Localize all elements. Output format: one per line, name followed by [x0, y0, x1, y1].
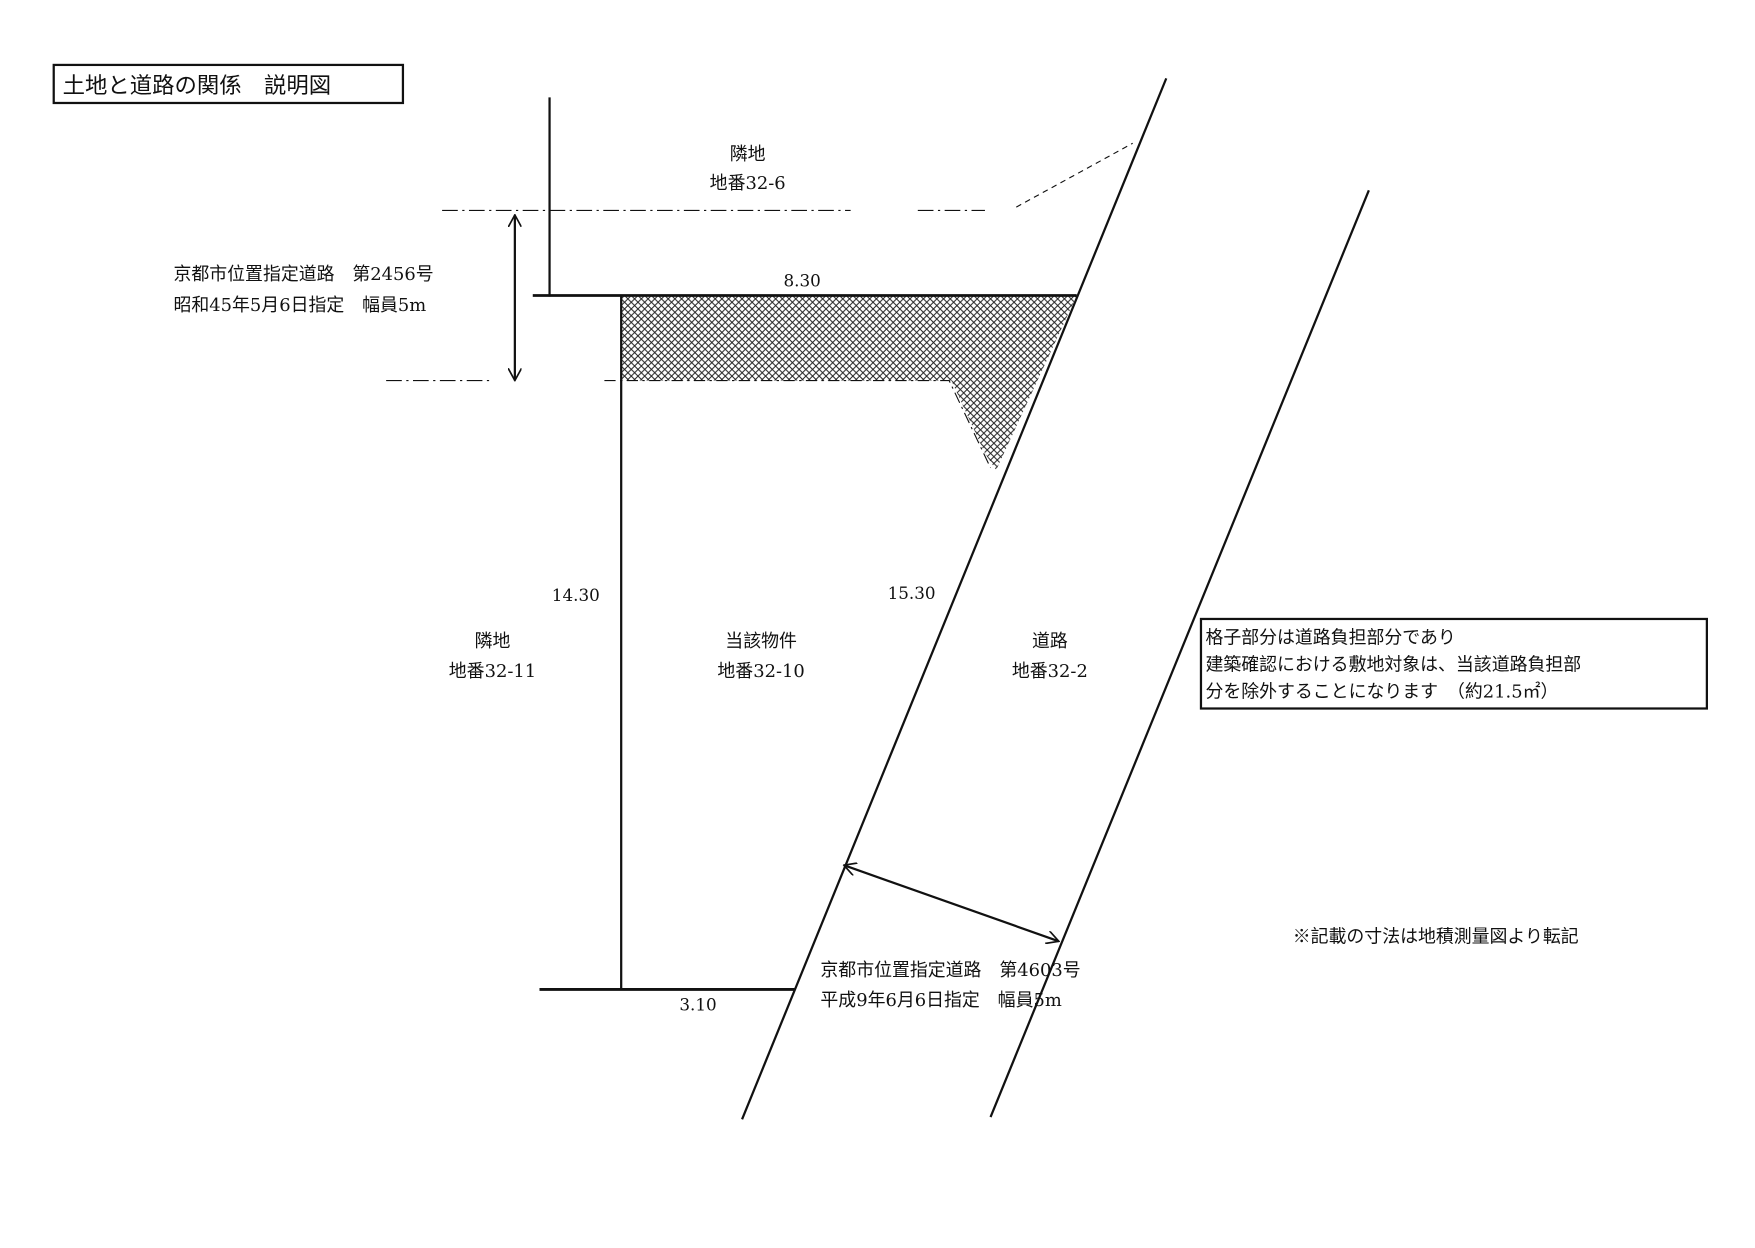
road-edge-line-south [604, 380, 992, 469]
road-edge-west [741, 77, 1168, 1120]
parcel-north-label: 隣地 [730, 144, 766, 165]
dimension-diagonal: 15.30 [888, 583, 936, 603]
boundary-lines [386, 77, 1370, 1120]
footnote: ※記載の寸法は地積測量図より転記 [1293, 926, 1579, 947]
dimension-bottom: 3.10 [679, 995, 716, 1015]
note-box: 格子部分は道路負担部分であり 建築確認における敷地対象は、当該道路負担部 分を除… [1199, 617, 1708, 710]
parcel-west-label: 隣地 [475, 631, 511, 652]
title-box: 土地と道路の関係 説明図 [52, 63, 405, 105]
road-width-arrow-east [844, 865, 1059, 941]
diagram-title: 土地と道路の関係 説明図 [63, 73, 332, 99]
note-line2: 建築確認における敷地対象は、当該道路負担部 [1205, 654, 1581, 675]
dimension-top: 8.30 [783, 271, 820, 291]
road-north-line2: 昭和45年5月6日指定 幅員5m [173, 295, 426, 316]
dimension-left: 14.30 [552, 585, 600, 605]
road-edge-east [989, 189, 1370, 1118]
road-east-line2: 平成9年6月6日指定 幅員5m [820, 990, 1061, 1011]
parcel-road-number: 地番32-2 [1012, 661, 1088, 682]
note-line3: 分を除外することになります （約21.5㎡） [1205, 680, 1558, 702]
parcel-north-number: 地番32-6 [710, 173, 786, 194]
parcel-subject-label: 当該物件 [725, 631, 797, 652]
note-line1: 格子部分は道路負担部分であり [1205, 628, 1455, 649]
parcel-west-number: 地番32-11 [449, 661, 536, 682]
road-east-line1: 京都市位置指定道路 第4603号 [820, 960, 1080, 981]
parcel-road-label: 道路 [1032, 631, 1068, 652]
road-north-line1: 京都市位置指定道路 第2456号 [173, 264, 433, 285]
road-burden-hatched-area [621, 295, 1077, 471]
dashed-boundary [1016, 142, 1133, 208]
parcel-subject-number: 地番32-10 [717, 661, 804, 682]
